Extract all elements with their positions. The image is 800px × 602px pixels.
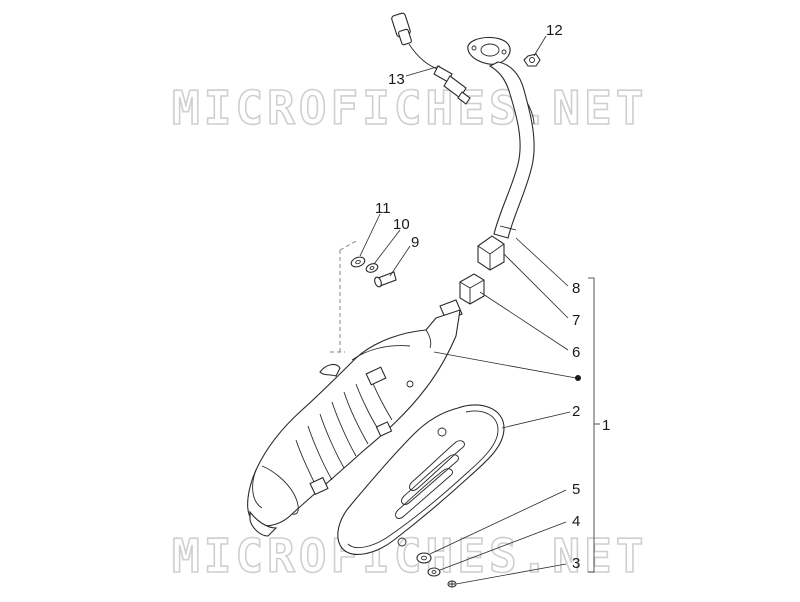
callout-7: 7 [572, 312, 580, 329]
callout-13: 13 [388, 71, 405, 88]
reference-dot [575, 375, 581, 381]
callout-12: 12 [546, 22, 563, 39]
alignment-guides [330, 239, 359, 353]
callout-1: 1 [602, 417, 610, 434]
callout-11: 11 [375, 200, 391, 217]
callout-10: 10 [393, 216, 410, 233]
nut-part-12 [523, 53, 541, 67]
clamp-part-7 [477, 235, 505, 271]
callout-6: 6 [572, 344, 580, 361]
exhaust-header-pipe [467, 36, 535, 239]
washer-part-11 [350, 256, 366, 268]
callout-8: 8 [572, 280, 580, 297]
washer-part-4 [427, 567, 441, 577]
callout-4: 4 [572, 513, 580, 530]
callout-5: 5 [572, 481, 580, 498]
leader-lines [359, 35, 600, 585]
callout-3: 3 [572, 555, 580, 572]
callout-9: 9 [411, 234, 419, 251]
bolt-part-9 [374, 271, 397, 288]
watermark-top: MICROFICHES.NET [172, 81, 647, 135]
heat-shield-part-2 [337, 404, 505, 555]
washer-part-10 [365, 263, 379, 273]
watermark-bottom: MICROFICHES.NET [172, 529, 647, 583]
muffler-body [247, 299, 463, 537]
callout-2: 2 [572, 403, 580, 420]
gasket-part-6 [459, 273, 485, 305]
nut-part-5 [416, 552, 432, 564]
oxygen-sensor-part [391, 12, 471, 105]
screw-part-3 [447, 580, 457, 588]
